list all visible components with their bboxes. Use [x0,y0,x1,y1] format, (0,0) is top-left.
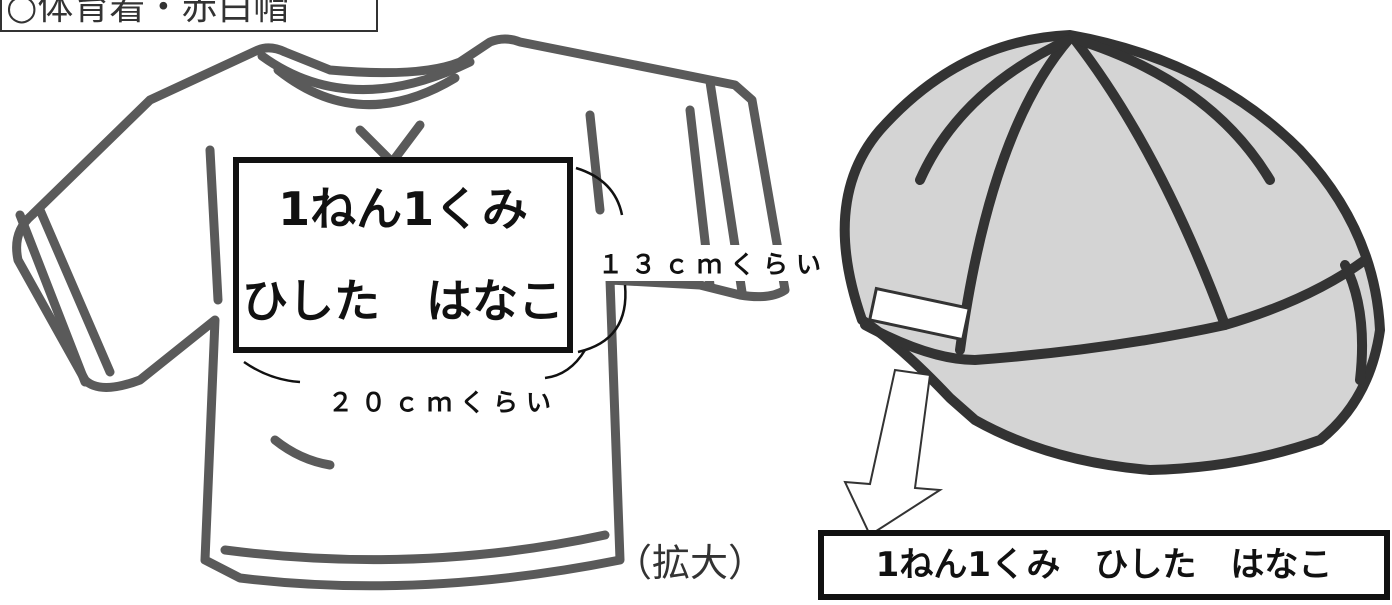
dimension-arcs [243,166,627,384]
cap-name-tag [867,286,972,342]
page-heading: ○体育着・赤白帽 [0,0,378,32]
arrow-down-icon [843,368,944,537]
cap-name-label-enlarged: 1ねん1くみ ひした はなこ [818,530,1390,600]
shirt-label-class: 1ねん1くみ [278,182,528,236]
t-shirt-illustration [12,34,790,591]
shirt-name-label: 1ねん1くみ ひした はなこ [233,157,573,353]
width-dimension-text: ２０ｃｍくらい [328,383,560,419]
enlarge-caption: （拡大） [614,541,767,585]
shirt-label-name: ひした はなこ [242,274,564,328]
cap-illustration [839,30,1385,475]
height-dimension-text: １３ｃｍくらい [598,245,830,281]
